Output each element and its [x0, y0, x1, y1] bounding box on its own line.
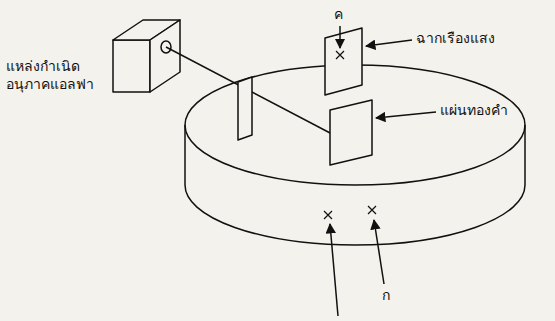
leader-arrow [376, 112, 436, 118]
hit-mark [368, 206, 376, 214]
leader-arrow [366, 40, 412, 46]
leader-arrow [330, 224, 338, 316]
gold-foil [330, 100, 372, 165]
part-label: แผ่นทองคำ [440, 102, 508, 120]
part-label: แหล่งกำเนิด อนุภาคแอลฟา [6, 58, 110, 93]
leader-arrow [374, 220, 384, 284]
leader-arrow [339, 26, 341, 48]
cylinder-ring [185, 65, 525, 245]
alpha-source-box [113, 20, 180, 92]
callout-letter: ก [382, 287, 390, 305]
fluorescent-screen [325, 28, 362, 95]
hit-mark [324, 211, 332, 219]
slit-plate [238, 77, 252, 140]
part-label: ฉากเรืองแสง [416, 30, 495, 48]
callout-letter: ค [334, 6, 343, 24]
